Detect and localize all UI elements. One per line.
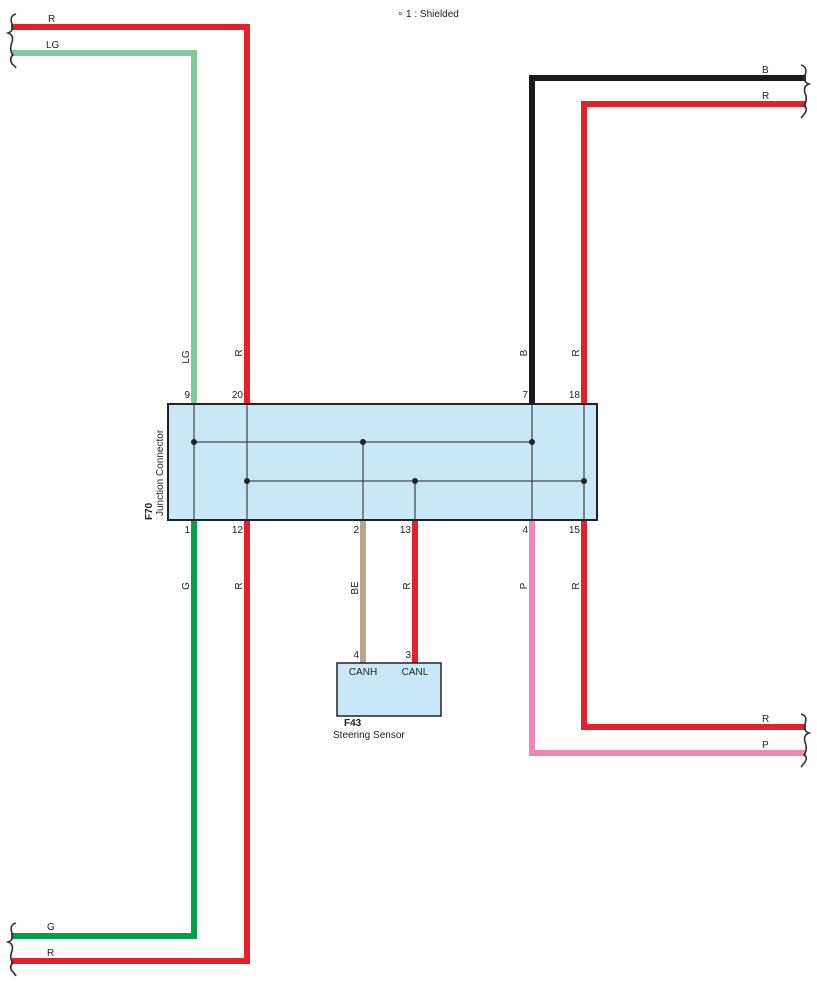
pin-12: 12 (232, 525, 244, 536)
wire-code-vert-p: P (519, 582, 530, 589)
wire-code-vert-r-top: R (234, 349, 245, 356)
pin-4: 4 (522, 525, 528, 536)
wire-top-left-red (11, 24, 250, 407)
wire-code-vert-r-sensor: R (402, 582, 413, 589)
pin-15: 15 (569, 525, 581, 536)
wire-bottom-left-green (11, 517, 197, 939)
junction-connector-box (167, 403, 598, 521)
pin-1: 1 (184, 525, 190, 536)
pin-7: 7 (522, 390, 528, 401)
wire-code-vert-be: BE (350, 581, 361, 595)
wire-code-vert-r-top-right: R (571, 349, 582, 356)
wire-code-vert-r-bottom: R (234, 582, 245, 589)
wire-code-vert-lg: LG (181, 350, 192, 364)
sensor-pin-4: 4 (353, 650, 359, 661)
wire-code-right-mid-r: R (762, 714, 769, 725)
wire-code-vert-b: B (519, 349, 530, 356)
junction-connector-name: Junction Connector (155, 429, 166, 516)
sensor-label-canh: CANH (349, 667, 377, 678)
break-brace-top-right (800, 64, 812, 119)
pin-2: 2 (353, 525, 359, 536)
wire-code-right-mid-p: P (762, 740, 769, 751)
steering-sensor-name: Steering Sensor (333, 730, 405, 741)
pin-9: 9 (184, 390, 190, 401)
sensor-label-canl: CANL (402, 667, 429, 678)
sensor-pin-3: 3 (405, 650, 411, 661)
pin-13: 13 (400, 525, 412, 536)
wire-code-bottom-left-r: R (47, 948, 54, 959)
junction-internal-lines (191, 404, 587, 520)
wire-code-top-left-r: R (48, 14, 55, 25)
steering-sensor-box (336, 662, 442, 717)
wire-code-vert-g: G (181, 582, 192, 590)
wire-code-top-right-b: B (762, 65, 769, 76)
junction-connector-id: F70 (144, 502, 155, 520)
wire-code-top-left-lg: LG (46, 40, 60, 51)
pin-20: 20 (232, 390, 244, 401)
shielded-note: ∘ 1 : Shielded (397, 9, 459, 20)
wire-right-mid-red (581, 517, 806, 730)
steering-sensor-id: F43 (344, 718, 362, 729)
wire-top-right-red (581, 101, 806, 407)
wire-bottom-left-red (11, 517, 250, 964)
wire-top-left-lg (11, 50, 197, 407)
wire-top-right-black (529, 75, 806, 407)
break-brace-top-left (5, 13, 17, 69)
pin-18: 18 (569, 390, 581, 401)
wire-code-vert-r-bottom-right: R (571, 582, 582, 589)
wire-code-bottom-left-g: G (47, 922, 55, 933)
wire-right-mid-pink (529, 517, 806, 756)
break-brace-right-mid (800, 713, 812, 768)
wire-code-top-right-r: R (762, 91, 769, 102)
break-brace-bottom-left (5, 922, 17, 977)
